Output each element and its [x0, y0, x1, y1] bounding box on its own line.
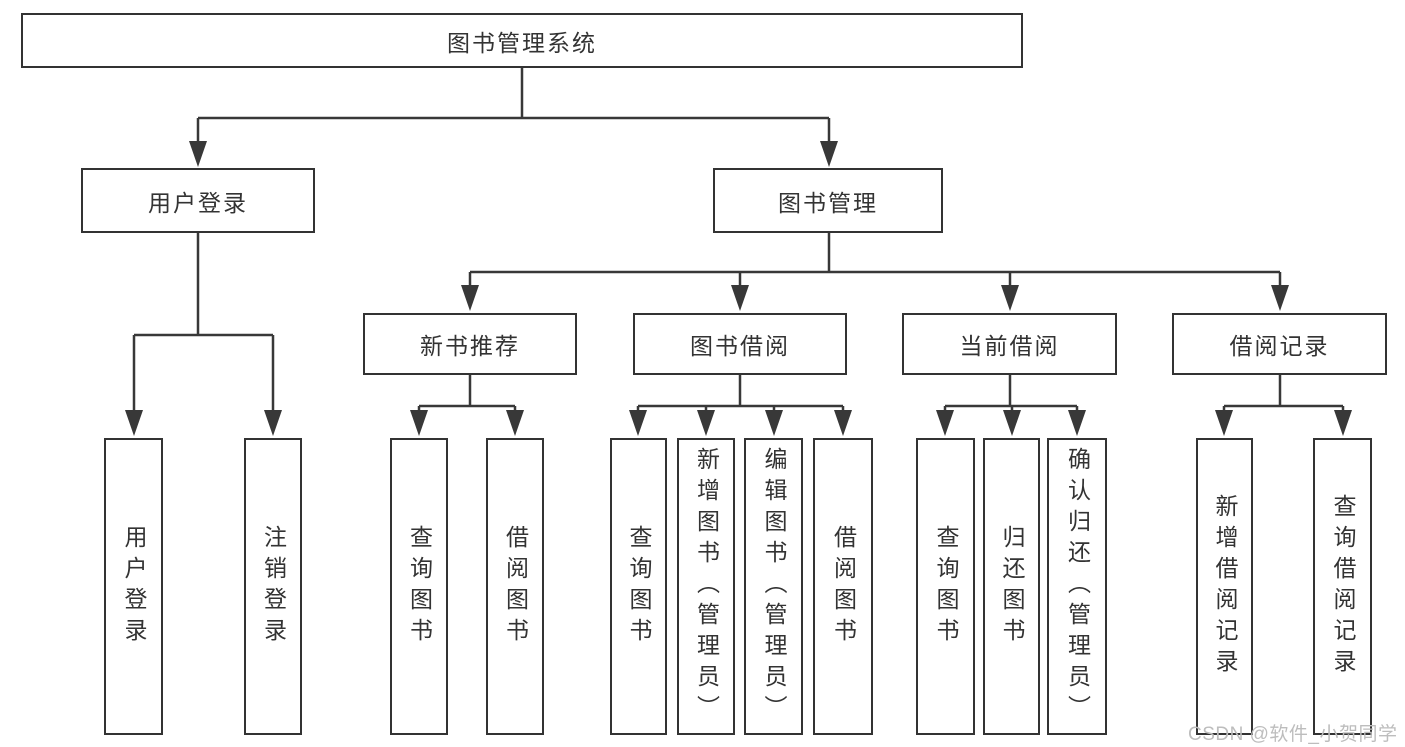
node-current-borrowing: 当前借阅: [902, 313, 1117, 375]
node-label: 图书借阅: [690, 333, 790, 359]
connector-login-to-leaves: [125, 233, 282, 436]
node-label: 查询借阅记录: [1330, 493, 1356, 680]
node-book-management: 图书管理: [713, 168, 943, 233]
connector-line: [417, 375, 517, 420]
connector-line: [468, 233, 1282, 295]
connector-record-to-leaves: [1215, 375, 1352, 436]
node-label: 借阅图书: [830, 524, 857, 649]
node-user-login: 用户登录: [81, 168, 315, 233]
connector-current-to-leaves: [936, 375, 1086, 436]
arrowhead-down-icon: [264, 410, 282, 436]
leaf-add-books-admin: 新增图书（管理员）: [677, 438, 735, 735]
node-label: 归还图书: [999, 524, 1025, 649]
connector-line: [1222, 375, 1345, 420]
arrowhead-down-icon: [697, 410, 715, 436]
leaf-query-books-borrowing: 查询图书: [610, 438, 667, 735]
node-label: 新增借阅记录: [1212, 493, 1238, 680]
connector-newbook-to-leaves: [410, 375, 524, 436]
arrowhead-down-icon: [410, 410, 428, 436]
node-label: 新书推荐: [420, 333, 520, 359]
arrowhead-down-icon: [1068, 410, 1086, 436]
node-new-book-recommend: 新书推荐: [363, 313, 577, 375]
node-label: 查询图书: [933, 524, 959, 649]
leaf-logout: 注销登录: [244, 438, 302, 735]
node-label: 借阅记录: [1229, 333, 1330, 359]
node-root-system: 图书管理系统: [21, 13, 1023, 68]
leaf-query-books-current: 查询图书: [916, 438, 975, 735]
node-label: 查询图书: [406, 524, 433, 649]
node-label: 当前借阅: [959, 333, 1060, 359]
csdn-watermark: CSDN @软件_小贺同学: [1188, 724, 1398, 745]
leaf-query-borrow-record: 查询借阅记录: [1313, 438, 1372, 735]
leaf-return-books: 归还图书: [983, 438, 1040, 735]
connector-root-to-level2: [189, 68, 838, 167]
leaf-query-books-recommend: 查询图书: [390, 438, 448, 735]
arrowhead-down-icon: [765, 410, 783, 436]
leaf-borrow-books: 借阅图书: [813, 438, 873, 735]
arrowhead-down-icon: [936, 410, 954, 436]
node-label: 借阅图书: [502, 524, 529, 649]
connector-line: [132, 233, 275, 420]
leaf-borrow-books-recommend: 借阅图书: [486, 438, 544, 735]
node-label: 编辑图书（管理员）: [761, 447, 787, 726]
node-label: 注销登录: [260, 524, 287, 649]
connector-borrow-to-leaves: [629, 375, 852, 436]
arrowhead-down-icon: [189, 141, 207, 167]
node-label: 图书管理: [778, 189, 878, 216]
arrowhead-down-icon: [731, 285, 749, 311]
leaf-confirm-return-admin: 确认归还（管理员）: [1047, 438, 1107, 735]
arrowhead-down-icon: [1334, 410, 1352, 436]
node-label: 用户登录: [121, 524, 147, 649]
node-label: 新增图书（管理员）: [693, 447, 720, 726]
arrowhead-down-icon: [506, 410, 524, 436]
connector-line: [636, 375, 845, 420]
node-label: 确认归还（管理员）: [1064, 447, 1091, 726]
node-label: 用户登录: [148, 189, 248, 216]
arrowhead-down-icon: [1271, 285, 1289, 311]
connector-mgmt-to-level3: [461, 233, 1289, 311]
arrowhead-down-icon: [820, 141, 838, 167]
arrowhead-down-icon: [1003, 410, 1021, 436]
node-label: 查询图书: [626, 524, 652, 649]
node-borrow-records: 借阅记录: [1172, 313, 1387, 375]
leaf-edit-books-admin: 编辑图书（管理员）: [744, 438, 803, 735]
arrowhead-down-icon: [125, 410, 143, 436]
arrowhead-down-icon: [629, 410, 647, 436]
node-book-borrowing: 图书借阅: [633, 313, 847, 375]
leaf-user-login: 用户登录: [104, 438, 163, 735]
arrowhead-down-icon: [1215, 410, 1233, 436]
arrowhead-down-icon: [834, 410, 852, 436]
arrowhead-down-icon: [1001, 285, 1019, 311]
connector-line: [196, 68, 831, 152]
arrowhead-down-icon: [461, 285, 479, 311]
leaf-add-borrow-record: 新增借阅记录: [1196, 438, 1253, 735]
node-label: 图书管理系统: [447, 29, 597, 56]
